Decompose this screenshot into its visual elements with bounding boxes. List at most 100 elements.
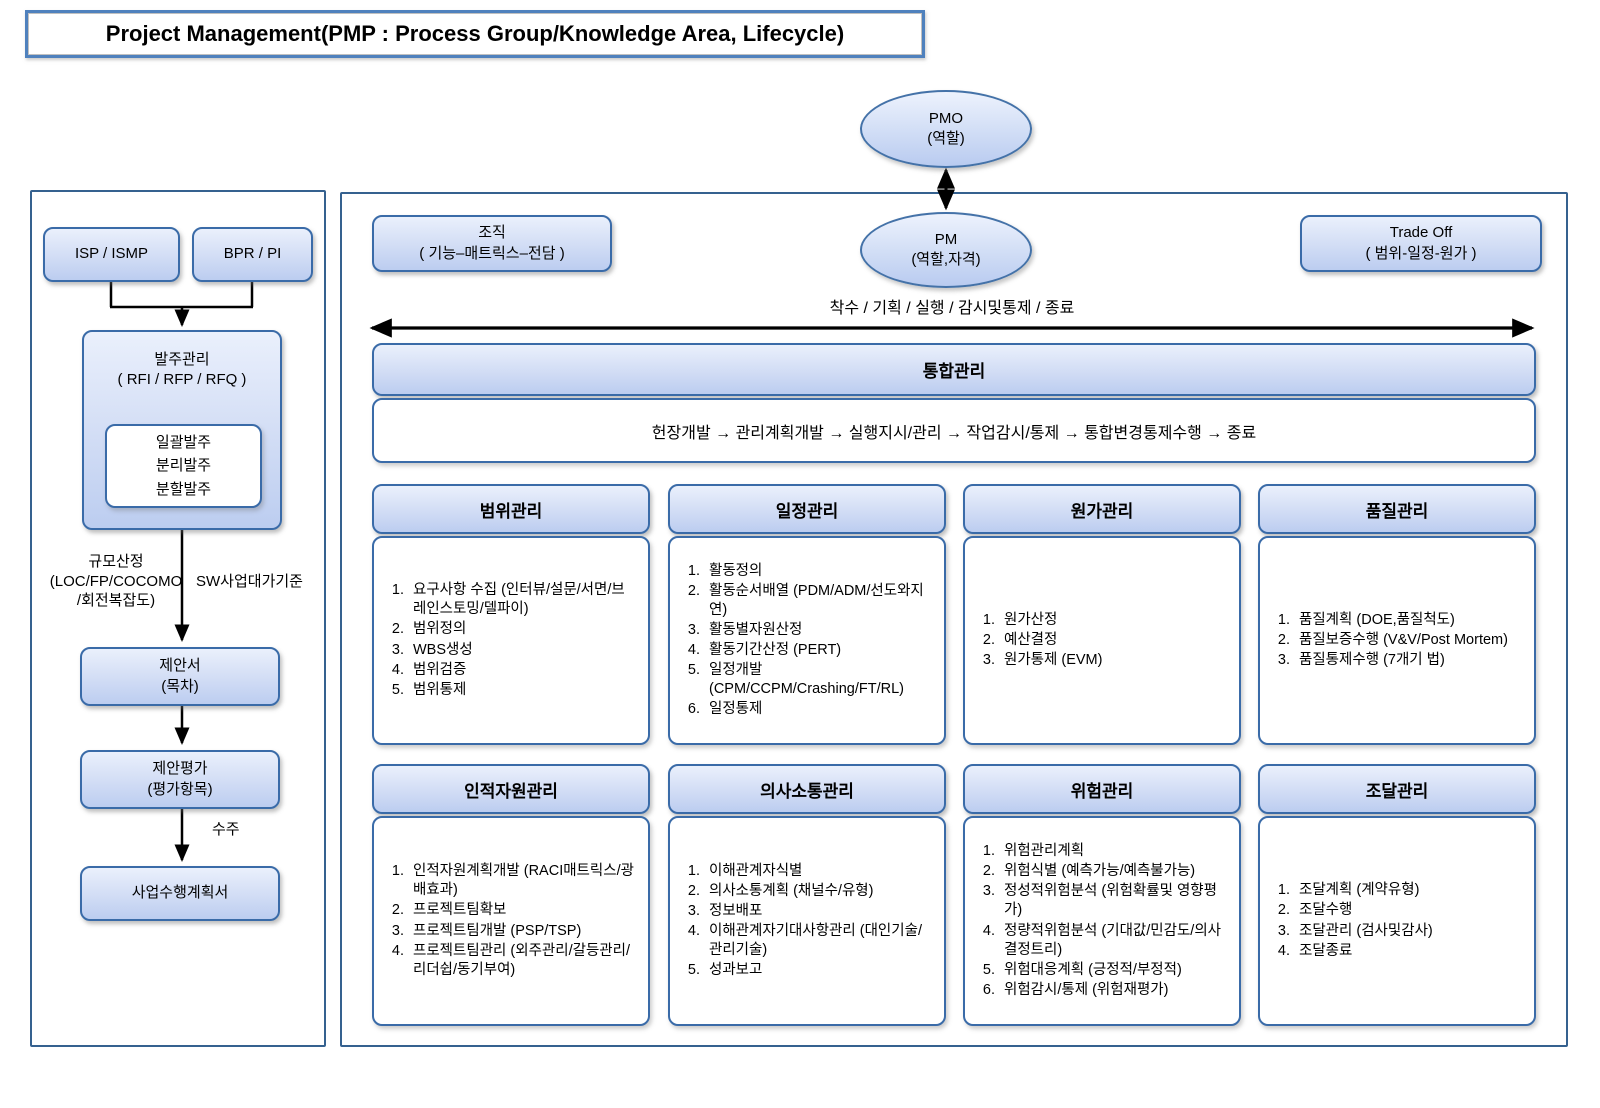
ka-header-schedule: 일정관리: [668, 484, 946, 534]
integration-flow-box: 헌장개발 → 관리계획개발 → 실행지시/관리 → 작업감시/통제 → 통합변경…: [372, 398, 1536, 463]
organization-line2: ( 기능–매트릭스–전담 ): [419, 244, 565, 262]
isp-ismp-box: ISP / ISMP: [43, 227, 180, 282]
list-item: 프로젝트팀확보: [408, 901, 638, 920]
tradeoff-line2: ( 범위-일정-원가 ): [1365, 244, 1477, 262]
ka-list-communication: 이해관계자식별의사소통계획 (채널수/유형)정보배포이해관계자기대사항관리 (대…: [670, 861, 944, 982]
ka-content-risk: 위험관리계획위험식별 (예측가능/예측불가능)정성적위험분석 (위험확률및 영향…: [963, 816, 1241, 1026]
ka-list-scope: 요구사항 수집 (인터뷰/설문/서면/브레인스토밍/델파이)범위정의WBS생성범…: [374, 580, 648, 701]
order-title-line2: ( RFI / RFP / RFQ ): [117, 371, 247, 389]
ka-header-cost: 원가관리: [963, 484, 1241, 534]
size-estimation-line3: /회전복잡도): [76, 592, 156, 609]
list-item: 조달수행: [1294, 901, 1524, 920]
list-item: 품질보증수행 (V&V/Post Mortem): [1294, 631, 1524, 650]
evaluation-line2: (평가항목): [147, 780, 213, 798]
ka-content-communication: 이해관계자식별의사소통계획 (채널수/유형)정보배포이해관계자기대사항관리 (대…: [668, 816, 946, 1026]
list-item: 위험감시/통제 (위험재평가): [999, 981, 1229, 1000]
pm-ellipse: PM (역할,자격): [860, 212, 1032, 288]
proposal-box: 제안서 (목차): [80, 647, 280, 706]
list-item: 분할발주: [155, 480, 212, 498]
ka-list-schedule: 활동정의활동순서배열 (PDM/ADM/선도와지연)활동별자원산정활동기간산정 …: [670, 561, 944, 721]
ka-content-schedule: 활동정의활동순서배열 (PDM/ADM/선도와지연)활동별자원산정활동기간산정 …: [668, 536, 946, 745]
organization-line1: 조직: [478, 224, 506, 242]
list-item: 정량적위험분석 (기대값/민감도/의사결정트리): [999, 922, 1229, 960]
page-title: Project Management(PMP : Process Group/K…: [28, 13, 922, 55]
proposal-line1: 제안서: [159, 657, 201, 675]
list-item: 활동별자원산정: [704, 621, 934, 640]
list-item: 요구사항 수집 (인터뷰/설문/서면/브레인스토밍/델파이): [408, 581, 638, 619]
evaluation-box: 제안평가 (평가항목): [80, 750, 280, 809]
list-item: 조달계획 (계약유형): [1294, 881, 1524, 900]
tradeoff-line1: Trade Off: [1389, 224, 1453, 242]
list-item: 원가산정: [999, 611, 1229, 630]
ka-content-cost: 원가산정예산결정원가통제 (EVM): [963, 536, 1241, 745]
ka-header-scope: 범위관리: [372, 484, 650, 534]
proposal-line2: (목차): [161, 677, 199, 695]
list-item: 프로젝트팀개발 (PSP/TSP): [408, 922, 638, 941]
list-item: 일괄발주: [155, 434, 212, 452]
list-item: 활동기간산정 (PERT): [704, 641, 934, 660]
size-estimation-line2: (LOC/FP/COCOMO: [49, 572, 183, 590]
ka-content-hr: 인적자원계획개발 (RACI매트릭스/광배효과)프로젝트팀확보프로젝트팀개발 (…: [372, 816, 650, 1026]
award-label: 수주: [212, 821, 240, 838]
list-item: 범위검증: [408, 661, 638, 680]
ka-header-quality: 품질관리: [1258, 484, 1536, 534]
tradeoff-box: Trade Off ( 범위-일정-원가 ): [1300, 215, 1542, 272]
list-item: 조달종료: [1294, 942, 1524, 961]
ka-header-procurement: 조달관리: [1258, 764, 1536, 814]
size-estimation-line1: 규모산정: [88, 553, 144, 570]
list-item: 일정개발 (CPM/CCPM/Crashing/FT/RL): [704, 661, 934, 699]
pmo-line1: PMO: [928, 109, 964, 127]
list-item: 분리발주: [155, 457, 212, 475]
list-item: 활동정의: [704, 562, 934, 581]
lifecycle-label: 착수 / 기획 / 실행 / 감시및통제 / 종료: [829, 300, 1075, 317]
evaluation-line1: 제안평가: [152, 760, 208, 778]
organization-box: 조직 ( 기능–매트릭스–전담 ): [372, 215, 612, 272]
list-item: 범위정의: [408, 620, 638, 639]
integration-header: 통합관리: [372, 343, 1536, 396]
title-box: Project Management(PMP : Process Group/K…: [25, 10, 925, 58]
list-item: 이해관계자기대사항관리 (대인기술/관리기술): [704, 922, 934, 960]
list-item: 원가통제 (EVM): [999, 651, 1229, 670]
ka-list-procurement: 조달계획 (계약유형)조달수행조달관리 (검사및감사)조달종료: [1260, 880, 1534, 962]
list-item: 정성적위험분석 (위험확률및 영향평가): [999, 882, 1229, 920]
sw-standard-label: SW사업대가기준: [196, 573, 303, 590]
pmo-ellipse: PMO (역할): [860, 90, 1032, 168]
list-item: 위험식별 (예측가능/예측불가능): [999, 862, 1229, 881]
list-item: 위험대응계획 (긍정적/부정적): [999, 961, 1229, 980]
list-item: 위험관리계획: [999, 842, 1229, 861]
ka-list-cost: 원가산정예산결정원가통제 (EVM): [965, 610, 1239, 671]
list-item: 인적자원계획개발 (RACI매트릭스/광배효과): [408, 862, 638, 900]
ka-content-quality: 품질계획 (DOE,품질척도)품질보증수행 (V&V/Post Mortem)품…: [1258, 536, 1536, 745]
bpr-pi-label: BPR / PI: [223, 245, 282, 263]
list-item: 이해관계자식별: [704, 862, 934, 881]
list-item: 활동순서배열 (PDM/ADM/선도와지연): [704, 582, 934, 620]
list-item: 품질통제수행 (7개기 법): [1294, 651, 1524, 670]
execution-plan-box: 사업수행계획서: [80, 866, 280, 921]
list-item: 정보배포: [704, 902, 934, 921]
ka-list-risk: 위험관리계획위험식별 (예측가능/예측불가능)정성적위험분석 (위험확률및 영향…: [965, 841, 1239, 1001]
ka-list-hr: 인적자원계획개발 (RACI매트릭스/광배효과)프로젝트팀확보프로젝트팀개발 (…: [374, 861, 648, 981]
list-item: 의사소통계획 (채널수/유형): [704, 882, 934, 901]
isp-ismp-label: ISP / ISMP: [74, 245, 149, 263]
ka-list-quality: 품질계획 (DOE,품질척도)품질보증수행 (V&V/Post Mortem)품…: [1260, 610, 1534, 671]
size-estimation-label: 규모산정 (LOC/FP/COCOMO /회전복잡도): [30, 552, 202, 611]
list-item: 범위통제: [408, 681, 638, 700]
list-item: 일정통제: [704, 700, 934, 719]
pm-line1: PM: [934, 230, 958, 248]
list-item: 프로젝트팀관리 (외주관리/갈등관리/리더쉽/동기부여): [408, 942, 638, 980]
pmo-line2: (역할): [927, 130, 965, 147]
list-item: 예산결정: [999, 631, 1229, 650]
list-item: 품질계획 (DOE,품질척도): [1294, 611, 1524, 630]
ka-content-procurement: 조달계획 (계약유형)조달수행조달관리 (검사및감사)조달종료: [1258, 816, 1536, 1026]
list-item: WBS생성: [408, 641, 638, 660]
list-item: 성과보고: [704, 961, 934, 980]
pm-line2: (역할,자격): [911, 251, 981, 268]
ka-header-hr: 인적자원관리: [372, 764, 650, 814]
order-management-title: 발주관리 ( RFI / RFP / RFQ ): [84, 350, 280, 391]
bpr-pi-box: BPR / PI: [192, 227, 313, 282]
order-title-line1: 발주관리: [154, 351, 210, 368]
